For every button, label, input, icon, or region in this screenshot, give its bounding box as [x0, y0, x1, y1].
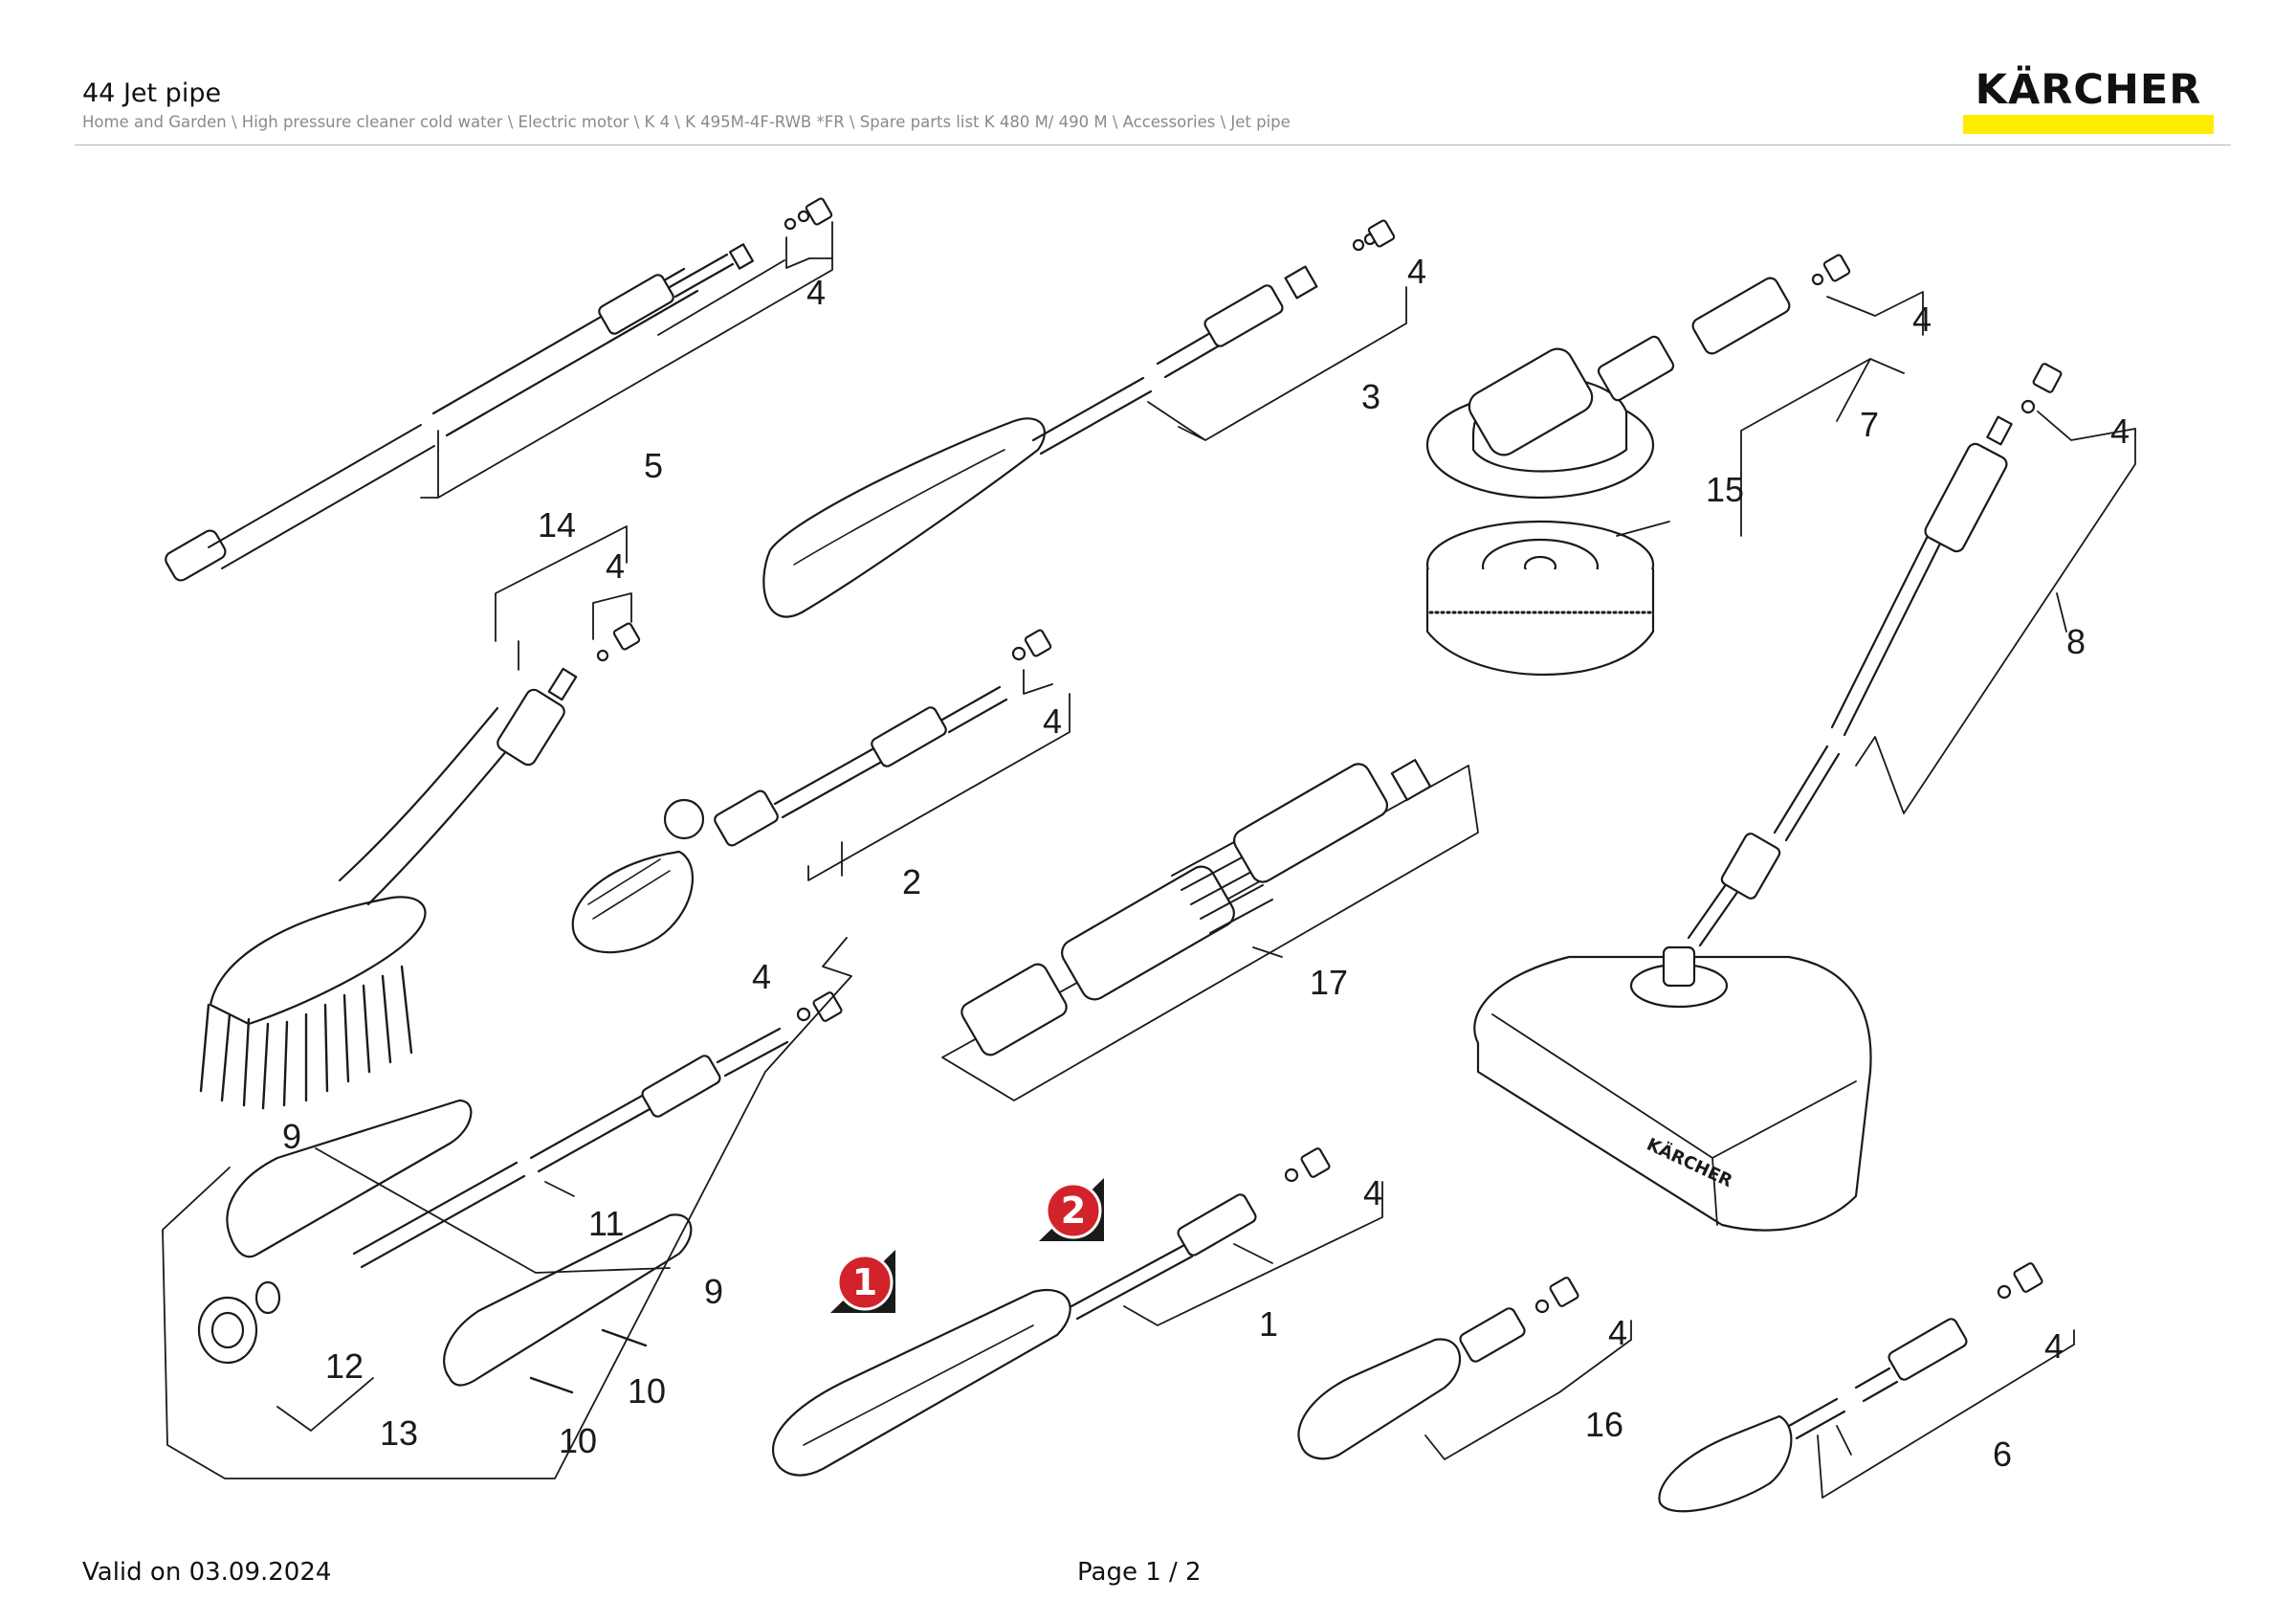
- leader-16: [1424, 1320, 1632, 1460]
- part-1-jet-pipe[interactable]: [772, 1147, 1331, 1477]
- leader-3: [1147, 286, 1407, 441]
- leader-4-centre: [1023, 669, 1053, 695]
- part-15-brush-head[interactable]: [1425, 520, 1655, 677]
- part-16-nozzle[interactable]: [1297, 1277, 1579, 1460]
- callout-17: 17: [1310, 963, 1348, 1002]
- part-2-rotor-lance[interactable]: [571, 629, 1052, 954]
- leader-4-brush: [1826, 291, 1924, 336]
- callout-2: 2: [902, 862, 921, 901]
- part-5-extension-lance[interactable]: [163, 197, 833, 583]
- karcher-logo: KÄRCHER: [1963, 67, 2214, 136]
- leader-15: [1616, 521, 1670, 537]
- leader-6: [1817, 1329, 2075, 1499]
- leader-14: [495, 525, 628, 671]
- callout-10: 10: [559, 1421, 597, 1460]
- callout-4: 4: [752, 957, 771, 996]
- part-6-rotor-nozzle[interactable]: [1658, 1262, 2043, 1513]
- leader-1: [1123, 1181, 1383, 1326]
- callout-4: 4: [2110, 411, 2130, 451]
- leader-9: [315, 1147, 671, 1274]
- callout-4: 4: [1363, 1173, 1382, 1212]
- callout-13: 13: [380, 1413, 418, 1453]
- highlight-markers: 12: [830, 1178, 1104, 1313]
- leader-8: [1855, 428, 2136, 814]
- callout-10: 10: [628, 1371, 666, 1411]
- leader-2: [807, 693, 1071, 881]
- callout-14: 14: [538, 505, 576, 545]
- leader-17: [1252, 946, 1283, 958]
- leader-11: [544, 1181, 575, 1197]
- callout-15: 15: [1706, 470, 1744, 509]
- callout-6: 6: [1993, 1434, 2012, 1474]
- callout-12: 12: [325, 1346, 364, 1386]
- callout-4: 4: [1407, 252, 1426, 291]
- marker-2: 2: [1039, 1178, 1104, 1241]
- part-17-adapter[interactable]: [941, 759, 1479, 1101]
- part-14-hand-brush[interactable]: [199, 622, 641, 1110]
- part-10-screw[interactable]: [529, 1328, 648, 1394]
- callout-4: 4: [1608, 1313, 1627, 1352]
- part-7-rotating-brush[interactable]: [1425, 254, 1851, 500]
- callout-4: 4: [2044, 1326, 2064, 1366]
- callout-7: 7: [1860, 405, 1879, 444]
- leader-5: [420, 221, 833, 499]
- callout-4: 4: [806, 273, 826, 312]
- part-8-surface-cleaner[interactable]: [1473, 363, 2063, 1232]
- part-11-lance[interactable]: [352, 991, 843, 1269]
- callout-4: 4: [1912, 300, 1932, 339]
- logo-yellow-bar: [1963, 115, 2214, 134]
- valid-date: Valid on 03.09.2024: [82, 1558, 332, 1587]
- part-3-spray-handle[interactable]: [762, 219, 1396, 618]
- part-9-handle-shell[interactable]: [226, 1099, 693, 1387]
- callout-5: 5: [644, 446, 663, 485]
- callout-9: 9: [704, 1272, 723, 1311]
- callout-1: 1: [1259, 1304, 1278, 1344]
- leader-4-right: [2037, 411, 2136, 441]
- part-13-cap[interactable]: [197, 1296, 258, 1365]
- leader-7: [1740, 358, 1905, 537]
- leader-4-brush2: [592, 592, 632, 640]
- callout-11: 11: [588, 1204, 624, 1243]
- svg-text:1: 1: [852, 1261, 877, 1303]
- callout-4: 4: [1043, 701, 1062, 741]
- leader-box-left: [162, 937, 852, 1479]
- callout-8: 8: [2066, 622, 2086, 661]
- svg-text:2: 2: [1061, 1189, 1086, 1232]
- page-number: Page 1 / 2: [1077, 1558, 1202, 1587]
- part-12-oring[interactable]: [254, 1280, 281, 1315]
- breadcrumb[interactable]: Home and Garden \ High pressure cleaner …: [82, 113, 1291, 131]
- leader-4-top: [785, 236, 833, 269]
- page-title: 44 Jet pipe: [82, 78, 222, 108]
- logo-text: KÄRCHER: [1975, 66, 2202, 114]
- callout-3: 3: [1361, 377, 1380, 416]
- leader-13: [276, 1377, 374, 1432]
- marker-1: 1: [830, 1250, 895, 1313]
- callout-9: 9: [282, 1117, 301, 1156]
- callout-4: 4: [606, 546, 625, 586]
- callout-16: 16: [1585, 1405, 1623, 1444]
